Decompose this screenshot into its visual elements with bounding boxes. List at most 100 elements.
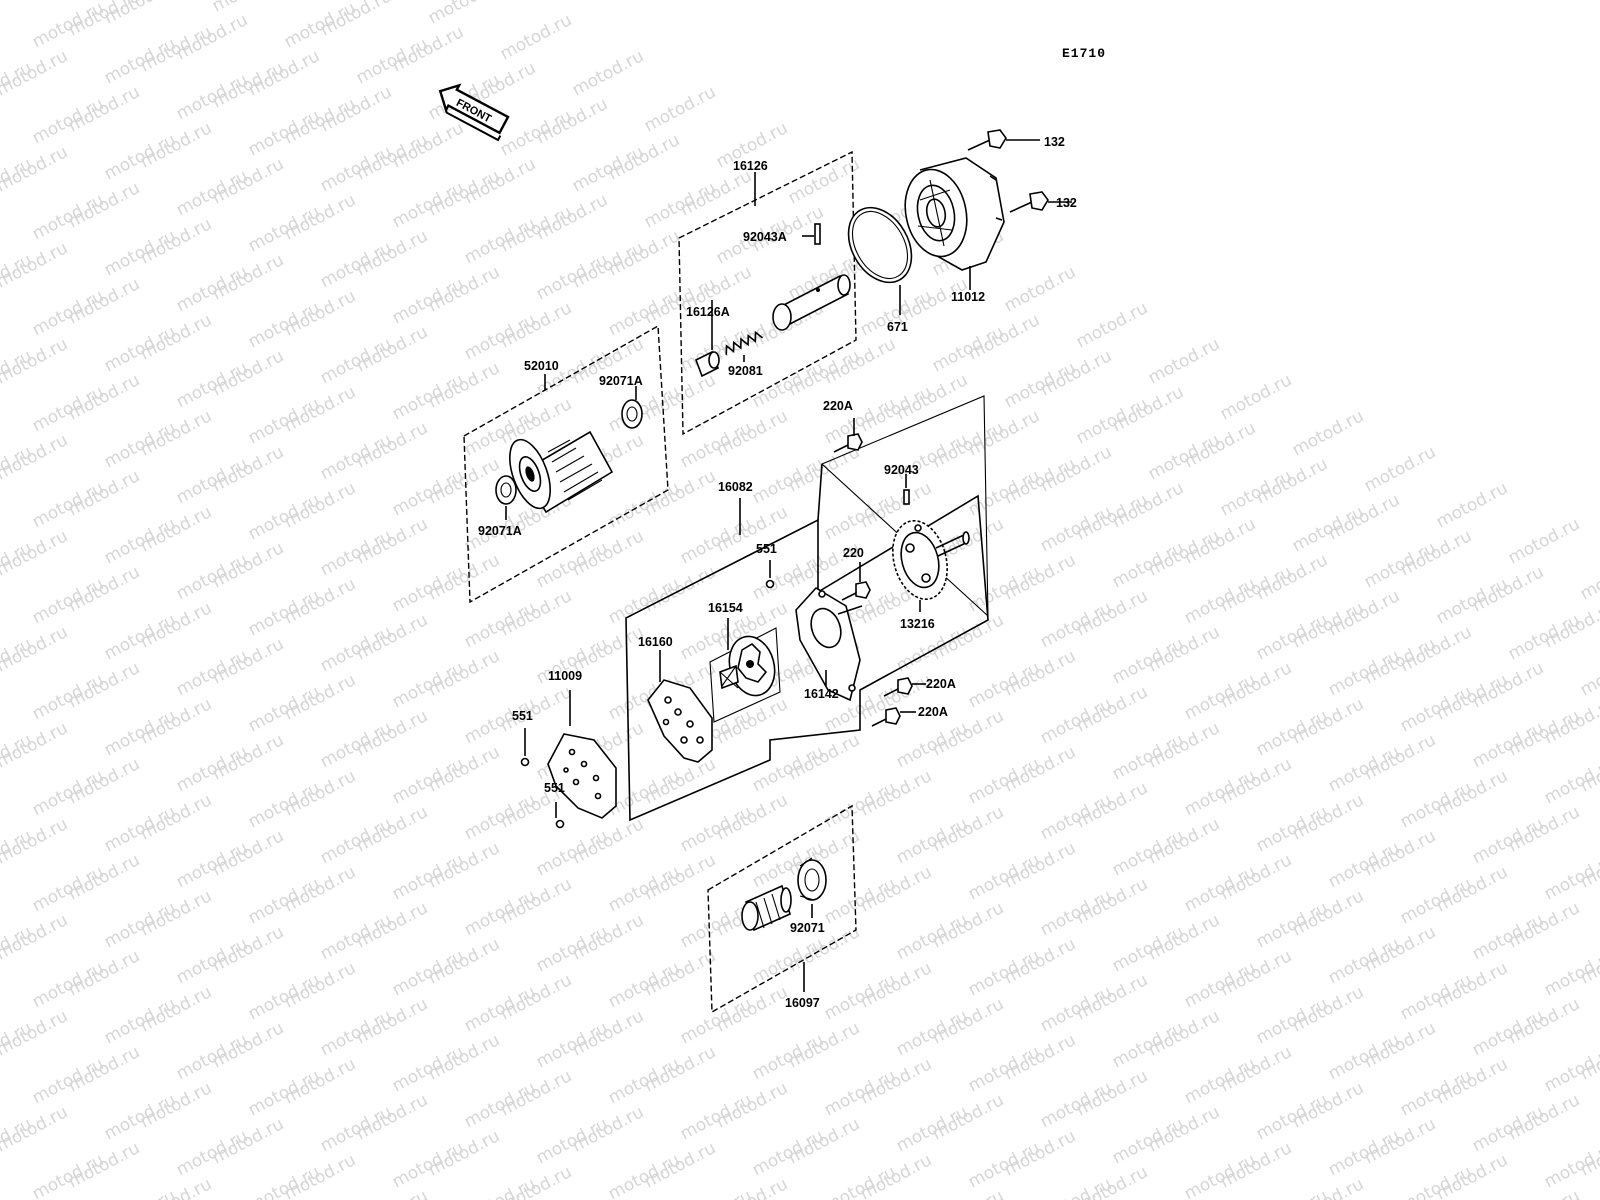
relief-valve-group bbox=[678, 150, 857, 436]
pump-assembly-outline bbox=[625, 494, 989, 822]
seal-92071 bbox=[797, 857, 827, 901]
relief-valve-box bbox=[678, 150, 857, 436]
label-92081: 92081 bbox=[728, 364, 763, 378]
watermark-text: motod.ru bbox=[1505, 514, 1583, 568]
watermark-text: motod.ru bbox=[1541, 1138, 1600, 1192]
oil-filter-box bbox=[463, 324, 669, 604]
pump-plate-16160 bbox=[647, 679, 713, 763]
watermark-text: motod.ru bbox=[1289, 1174, 1367, 1200]
oil-screen-group bbox=[707, 804, 857, 1014]
oil-filter-group bbox=[463, 324, 669, 604]
label-551-left: 551 bbox=[512, 709, 533, 723]
watermark-text: motod.ru bbox=[1217, 370, 1295, 424]
watermark-text: motod.ru bbox=[785, 154, 863, 208]
watermark-text: motod.ru bbox=[569, 46, 647, 100]
label-132-upper: 132 bbox=[1044, 135, 1065, 149]
label-92043: 92043 bbox=[884, 463, 919, 477]
label-13216: 13216 bbox=[900, 617, 935, 631]
pump-body-16142 bbox=[795, 586, 863, 702]
label-11009: 11009 bbox=[548, 669, 582, 683]
label-671: 671 bbox=[887, 320, 908, 334]
watermark-text: motod.ru bbox=[1577, 550, 1600, 604]
watermark-text: motod.ru bbox=[1253, 1186, 1331, 1200]
label-92071A-lower: 92071A bbox=[478, 524, 522, 538]
watermark-text: motod.ru bbox=[1541, 1042, 1600, 1096]
label-52010: 52010 bbox=[524, 359, 559, 373]
watermark-text: motod.ru bbox=[641, 82, 719, 136]
bolt-220A-top bbox=[833, 418, 863, 453]
bolt-132-lower bbox=[1009, 191, 1072, 213]
label-220: 220 bbox=[843, 546, 864, 560]
watermark-text: motod.ru bbox=[1433, 478, 1511, 532]
relief-valve-shaft bbox=[772, 274, 851, 331]
watermark-text: motod.ru bbox=[1397, 1162, 1475, 1200]
bolt-220A-low bbox=[871, 707, 916, 727]
watermark-text: motod.ru bbox=[1541, 946, 1600, 1000]
bolt-220A-mid bbox=[883, 677, 926, 697]
label-551-lower: 551 bbox=[544, 781, 565, 795]
watermark-text: motod.ru bbox=[209, 0, 287, 16]
part-labels: 132 132 11012 671 16126 92043A 16126A 92… bbox=[478, 135, 1077, 1010]
washer-92071A-upper bbox=[621, 399, 643, 429]
watermark-text: motod.ru bbox=[0, 0, 71, 4]
watermark-text: motod.ru bbox=[101, 1186, 179, 1200]
label-92071: 92071 bbox=[790, 921, 825, 935]
watermark-text: motod.ru bbox=[425, 0, 503, 28]
pin-92043A bbox=[814, 223, 821, 245]
label-132-lower: 132 bbox=[1056, 196, 1077, 210]
watermark-text: motod.ru bbox=[1037, 1174, 1115, 1200]
watermark-text: motod.ru bbox=[461, 1174, 539, 1200]
pump-gear-13216 bbox=[892, 519, 970, 601]
label-16126: 16126 bbox=[733, 159, 768, 173]
gasket-11009 bbox=[547, 733, 617, 819]
bolt-220 bbox=[841, 562, 871, 601]
pump-cover-11012 bbox=[904, 157, 1005, 271]
gasket-group bbox=[520, 690, 617, 829]
watermark-text: motod.ru bbox=[353, 1186, 431, 1200]
watermark-text: motod.ru bbox=[1361, 442, 1439, 496]
watermark-text: motod.ru bbox=[1541, 850, 1600, 904]
dowel-551-upper bbox=[765, 579, 775, 589]
watermark-text: motod.ru bbox=[1505, 1186, 1583, 1200]
label-16082: 16082 bbox=[718, 480, 753, 494]
dowel-551-left bbox=[520, 757, 530, 767]
valve-sleeve-16126A bbox=[694, 350, 720, 378]
watermark-text: motod.ru bbox=[245, 1162, 323, 1200]
label-11012: 11012 bbox=[951, 290, 985, 304]
diagram-code: E1710 bbox=[1062, 46, 1106, 61]
watermark-text: motod.ru bbox=[713, 1174, 791, 1200]
watermark-text: motod.ru bbox=[137, 1174, 215, 1200]
relief-spring-92081 bbox=[725, 330, 764, 355]
watermark-text: motod.ru bbox=[1001, 262, 1079, 316]
watermark-text: motod.ru bbox=[821, 1162, 899, 1200]
pin-92043 bbox=[903, 489, 910, 505]
label-92043A: 92043A bbox=[743, 230, 787, 244]
watermark-text: motod.ru bbox=[1577, 646, 1600, 700]
bolt-132-upper bbox=[967, 129, 1040, 151]
watermark-text: motod.ru bbox=[677, 1186, 755, 1200]
watermark-text: motod.ru bbox=[1145, 334, 1223, 388]
label-16142: 16142 bbox=[804, 687, 839, 701]
oil-screen-box bbox=[707, 804, 857, 1014]
label-92071A-upper: 92071A bbox=[599, 374, 643, 388]
watermark-text: motod.ru bbox=[1073, 298, 1151, 352]
washer-92071A-lower bbox=[495, 475, 517, 505]
oil-filter-element-52010 bbox=[509, 430, 614, 514]
label-220A-top: 220A bbox=[823, 399, 853, 413]
label-220A-low: 220A bbox=[918, 705, 948, 719]
watermark-text: motod.ru bbox=[1289, 406, 1367, 460]
pump-cover-group bbox=[847, 129, 1072, 315]
label-16097: 16097 bbox=[785, 996, 820, 1010]
label-16154: 16154 bbox=[708, 601, 743, 615]
watermark-text: motod.ru bbox=[245, 0, 323, 4]
watermark-text: motod.ru bbox=[1541, 754, 1600, 808]
label-551-upper: 551 bbox=[756, 542, 777, 556]
dowel-551-lower bbox=[555, 819, 565, 829]
oil-pump-assembly-group bbox=[625, 395, 989, 822]
watermark-text: motod.ru bbox=[497, 10, 575, 64]
label-16126A: 16126A bbox=[686, 305, 730, 319]
watermark-text: motod.ru bbox=[929, 1186, 1007, 1200]
